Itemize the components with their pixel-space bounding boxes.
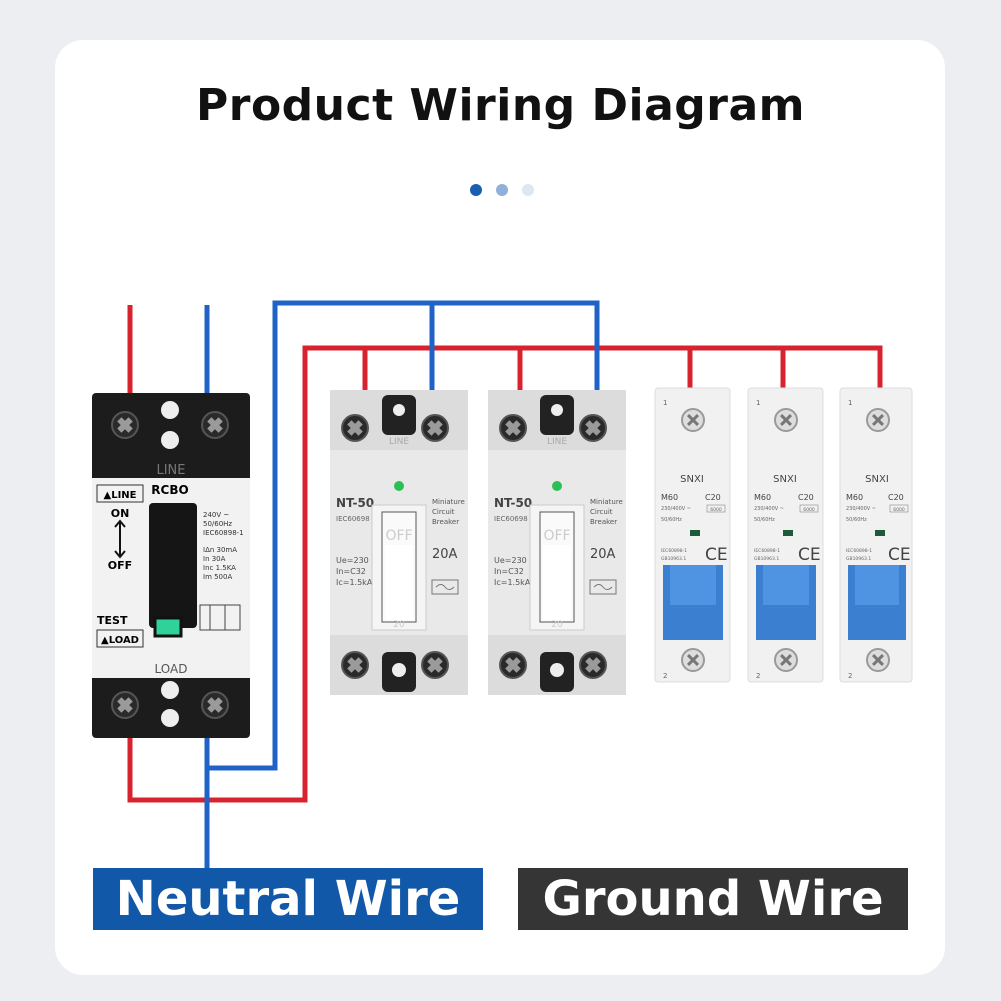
ground-wire-label: Ground Wire xyxy=(518,868,908,930)
svg-text:20A: 20A xyxy=(432,547,458,562)
svg-text:Circuit: Circuit xyxy=(432,508,455,516)
svg-text:ON: ON xyxy=(111,507,130,520)
svg-text:Miniature: Miniature xyxy=(432,498,465,506)
svg-text:In=C32: In=C32 xyxy=(494,567,524,576)
svg-text:M60: M60 xyxy=(754,493,771,502)
svg-text:LINE: LINE xyxy=(547,437,567,447)
svg-text:1: 1 xyxy=(756,399,760,407)
svg-text:230/400V ~: 230/400V ~ xyxy=(661,506,691,512)
svg-text:In 30A: In 30A xyxy=(203,555,226,563)
svg-text:1: 1 xyxy=(663,399,667,407)
svg-text:50/60Hz: 50/60Hz xyxy=(203,520,232,528)
svg-text:230/400V ~: 230/400V ~ xyxy=(754,506,784,512)
svg-text:IEC60898-1: IEC60898-1 xyxy=(661,548,687,554)
svg-text:IEC60698: IEC60698 xyxy=(336,515,370,523)
m60-breaker-2: 1 SNXI M60 C20 230/400V ~ 6000 50/60Hz I… xyxy=(747,387,824,683)
svg-text:GB10963.1: GB10963.1 xyxy=(754,556,779,562)
m60-breaker-1: 1 SNXI M60 C20 230/400V ~ 6000 50/60Hz I… xyxy=(654,387,731,683)
svg-text:▲LOAD: ▲LOAD xyxy=(101,635,139,646)
svg-text:IEC60898-1: IEC60898-1 xyxy=(754,548,780,554)
pagination-dot-2[interactable] xyxy=(496,184,508,196)
svg-text:IEC60898-1: IEC60898-1 xyxy=(203,529,244,537)
svg-text:SNXI: SNXI xyxy=(680,474,704,485)
pagination-dot-1[interactable] xyxy=(470,184,482,196)
svg-text:SNXI: SNXI xyxy=(773,474,797,485)
svg-text:Circuit: Circuit xyxy=(590,508,613,516)
svg-text:SNXI: SNXI xyxy=(865,474,889,485)
svg-text:C20: C20 xyxy=(705,493,721,502)
svg-text:50/60Hz: 50/60Hz xyxy=(661,517,682,523)
svg-text:Ic=1.5kA: Ic=1.5kA xyxy=(494,578,531,587)
svg-text:50/60Hz: 50/60Hz xyxy=(846,517,867,523)
svg-text:6000: 6000 xyxy=(803,507,815,513)
svg-text:C20: C20 xyxy=(798,493,814,502)
svg-text:M60: M60 xyxy=(846,493,863,502)
svg-text:Breaker: Breaker xyxy=(590,518,617,526)
svg-text:LINE: LINE xyxy=(156,463,185,478)
neutral-wire-label: Neutral Wire xyxy=(93,868,483,930)
svg-text:NT-50: NT-50 xyxy=(336,496,374,510)
svg-text:LOAD: LOAD xyxy=(155,662,188,676)
nt50-breaker-2: LINE NT-50 IEC60698 Miniature Circuit Br… xyxy=(488,390,626,695)
page-title: Product Wiring Diagram xyxy=(196,80,805,131)
svg-text:IEC60698: IEC60698 xyxy=(494,515,528,523)
svg-text:OFF: OFF xyxy=(543,528,570,544)
svg-text:▲LINE: ▲LINE xyxy=(104,490,137,501)
svg-text:Inc 1.5KA: Inc 1.5KA xyxy=(203,564,236,572)
svg-text:In=C32: In=C32 xyxy=(336,567,366,576)
m60-breaker-3: 1 SNXI M60 C20 230/400V ~ 6000 50/60Hz I… xyxy=(839,387,913,683)
svg-text:2: 2 xyxy=(663,672,667,680)
pagination-dot-3[interactable] xyxy=(522,184,534,196)
svg-text:RCBO: RCBO xyxy=(151,483,188,497)
svg-text:OFF: OFF xyxy=(108,559,132,572)
svg-text:230/400V ~: 230/400V ~ xyxy=(846,506,876,512)
nt50-breaker-1: LINE NT-50 IEC60698 Miniature Circuit Br… xyxy=(330,390,468,695)
svg-text:IEC60898-1: IEC60898-1 xyxy=(846,548,872,554)
live-wires xyxy=(127,305,883,803)
svg-text:Ue=230: Ue=230 xyxy=(336,556,369,565)
svg-text:TEST: TEST xyxy=(97,614,128,627)
svg-text:CE: CE xyxy=(705,545,728,565)
svg-text:50/60Hz: 50/60Hz xyxy=(754,517,775,523)
rcbo-breaker: LINE ▲LINE RCBO ON OFF 240V ~ 50/60Hz IE… xyxy=(92,393,250,738)
svg-text:1: 1 xyxy=(848,399,852,407)
svg-text:GB10963.1: GB10963.1 xyxy=(846,556,871,562)
svg-text:Breaker: Breaker xyxy=(432,518,459,526)
svg-text:20A: 20A xyxy=(590,547,616,562)
neutral-wires xyxy=(204,300,600,868)
svg-text:Im 500A: Im 500A xyxy=(203,573,232,581)
svg-text:2: 2 xyxy=(756,672,760,680)
svg-text:6000: 6000 xyxy=(710,507,722,513)
svg-text:6000: 6000 xyxy=(893,507,905,513)
svg-text:2: 2 xyxy=(848,672,852,680)
svg-text:OFF: OFF xyxy=(385,528,412,544)
svg-text:CE: CE xyxy=(798,545,821,565)
svg-text:Ic=1.5kA: Ic=1.5kA xyxy=(336,578,373,587)
svg-text:20: 20 xyxy=(551,620,563,630)
svg-text:Miniature: Miniature xyxy=(590,498,623,506)
svg-text:20: 20 xyxy=(393,620,405,630)
svg-text:IΔn 30mA: IΔn 30mA xyxy=(203,546,237,554)
svg-text:GB10963.1: GB10963.1 xyxy=(661,556,686,562)
svg-text:240V ~: 240V ~ xyxy=(203,511,229,519)
svg-text:C20: C20 xyxy=(888,493,904,502)
svg-text:LINE: LINE xyxy=(389,437,409,447)
svg-text:CE: CE xyxy=(888,545,911,565)
svg-text:Ue=230: Ue=230 xyxy=(494,556,527,565)
svg-text:M60: M60 xyxy=(661,493,678,502)
svg-text:NT-50: NT-50 xyxy=(494,496,532,510)
